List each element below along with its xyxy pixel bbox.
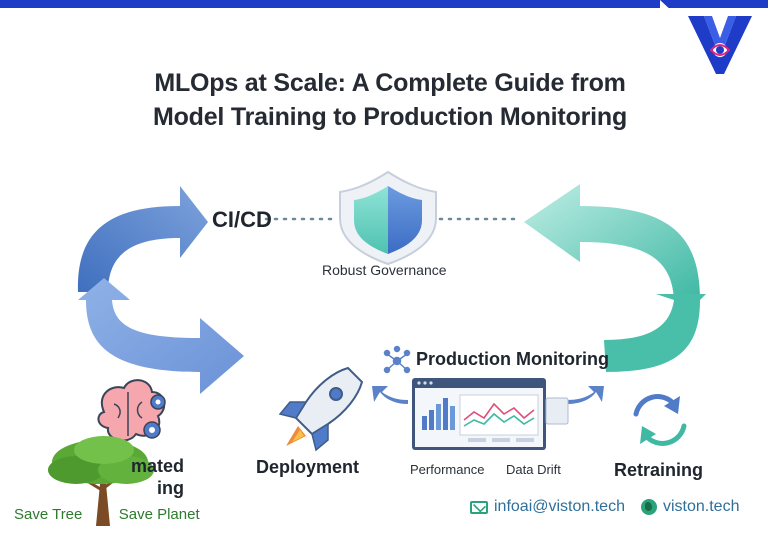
production-monitoring-label: Production Monitoring [416,349,609,369]
title-line-1: MLOps at Scale: A Complete Guide from [154,69,626,97]
contact-bar: infoai@viston.tech viston.tech [470,498,739,516]
deployment-arrow [78,278,244,394]
viston-logo-icon [688,16,752,74]
performance-label: Performance [410,462,485,477]
automated-training-label: mated ing [104,455,184,499]
top-accent-bar-right [660,0,768,8]
cicd-label: CI/CD [212,207,272,232]
retraining-label: Retraining [614,460,704,480]
tree-icon [48,436,154,526]
automated-training-line-2: ing [157,478,184,498]
email-icon [470,500,488,514]
title-line-2: Model Training to Production Monitoring [152,103,628,131]
save-tree-text: Save Tree [14,506,83,523]
website-link[interactable]: viston.tech [662,498,740,515]
data-drift-label: Data Drift [506,462,561,477]
dashboard-window-icon [412,378,569,450]
network-icon [383,345,411,374]
retraining-arrow [604,294,706,372]
automated-training-line-1: mated [130,456,184,476]
rocket-icon [278,366,364,452]
globe-icon [640,499,657,515]
save-tree-slogan: Save Tree Save Planet [14,506,200,523]
page-title: MLOps at Scale: A Complete Guide from Mo… [150,66,630,134]
deployment-label: Deployment [256,457,360,477]
cicd-arrow [77,186,209,292]
save-planet-text: Save Planet [118,506,200,523]
refresh-cycle-icon [633,394,687,446]
email-link[interactable]: infoai@viston.tech [494,498,625,515]
brain-gears-icon [97,379,166,442]
monitor-left-arrow [372,386,408,404]
shield-icon [339,170,437,266]
monitor-right-arrow [566,386,604,404]
governance-label: Robust Governance [322,262,447,278]
top-accent-bar [0,0,660,8]
governance-return-arrow [524,184,700,300]
